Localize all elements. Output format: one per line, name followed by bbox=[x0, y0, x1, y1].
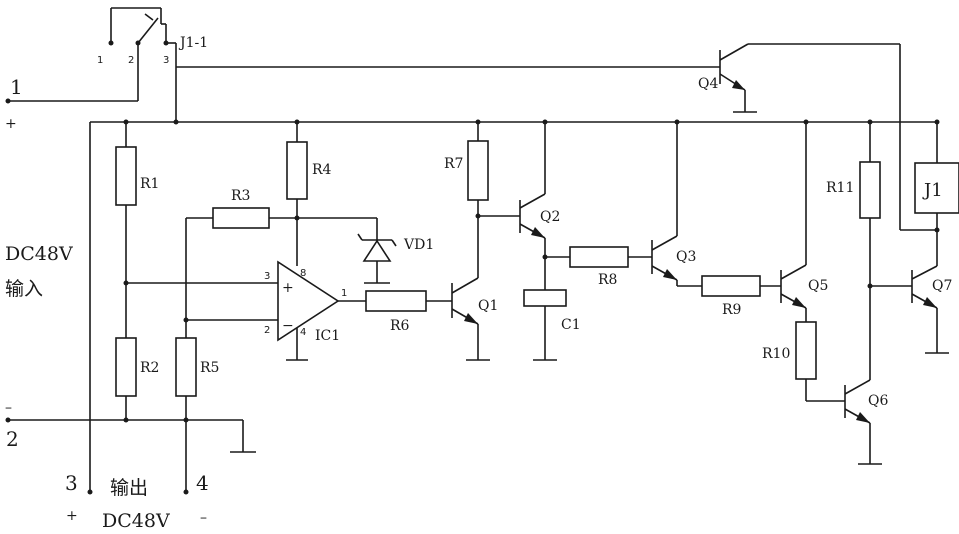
resistor-r6 bbox=[366, 291, 426, 311]
q2-label: Q2 bbox=[540, 209, 560, 225]
r1-label: R1 bbox=[140, 176, 159, 192]
transistor-q2: Q2 bbox=[520, 122, 560, 290]
relay-contact-label: J1-1 bbox=[178, 35, 208, 51]
opamp-pin3: 3 bbox=[264, 271, 270, 282]
vd1-label: VD1 bbox=[403, 237, 434, 253]
resistor-r3 bbox=[213, 208, 269, 228]
resistor-r9 bbox=[702, 276, 760, 296]
j1-label: J1 bbox=[922, 180, 943, 201]
contact-pin-1: 1 bbox=[97, 55, 103, 66]
opamp-minus: − bbox=[282, 318, 294, 334]
opamp-pin1: 1 bbox=[341, 288, 347, 299]
r11-label: R11 bbox=[826, 180, 854, 196]
r9-label: R9 bbox=[722, 302, 741, 318]
contact-pin-2: 2 bbox=[128, 55, 134, 66]
transistor-q3: Q3 bbox=[652, 122, 702, 286]
resistor-r2 bbox=[116, 338, 136, 396]
opamp-pin8: 8 bbox=[300, 268, 306, 279]
input-voltage: DC48V bbox=[5, 243, 73, 265]
q3-label: Q3 bbox=[676, 249, 696, 265]
r3-label: R3 bbox=[231, 188, 250, 204]
q7-label: Q7 bbox=[932, 278, 952, 294]
output-terminal-4: 4 bbox=[196, 471, 209, 495]
output-label: 输出 bbox=[110, 477, 148, 499]
resistor-r10 bbox=[796, 322, 816, 379]
capacitor-c1: C1 bbox=[524, 290, 581, 360]
resistor-r11 bbox=[860, 162, 880, 218]
transistor-q7: Q7 bbox=[912, 266, 952, 353]
resistor-r4 bbox=[287, 142, 307, 199]
input-plus-sign: + bbox=[5, 116, 17, 132]
q6-label: Q6 bbox=[868, 393, 888, 409]
input-label: 输入 bbox=[5, 278, 43, 300]
output-minus-sign: – bbox=[200, 510, 207, 526]
resistor-r5 bbox=[176, 338, 196, 396]
zener-vd1: VD1 bbox=[358, 218, 434, 283]
output-plus-sign: + bbox=[66, 508, 78, 524]
r6-label: R6 bbox=[390, 318, 410, 334]
opamp-plus: + bbox=[282, 280, 294, 296]
resistor-r1 bbox=[116, 147, 136, 205]
output-voltage: DC48V bbox=[102, 510, 170, 532]
transistor-q1: Q1 bbox=[452, 200, 498, 360]
opamp-ic1: + − 3 2 8 4 1 IC1 bbox=[264, 262, 347, 360]
transistor-q4: Q4 bbox=[698, 44, 900, 112]
transistor-q6: Q6 bbox=[845, 218, 888, 464]
output-terminal-3: 3 bbox=[65, 471, 78, 495]
r5-label: R5 bbox=[200, 360, 219, 376]
input-terminal-2: 2 bbox=[6, 427, 19, 451]
relay-contact-j1-1: 1 2 3 J1-1 bbox=[97, 8, 208, 66]
input-minus-sign: – bbox=[5, 400, 12, 416]
r8-label: R8 bbox=[598, 272, 617, 288]
c1-label: C1 bbox=[561, 317, 581, 333]
r10-label: R10 bbox=[762, 346, 790, 362]
q4-label: Q4 bbox=[698, 76, 718, 92]
resistor-r8 bbox=[570, 247, 628, 267]
transistor-q5: Q5 bbox=[781, 122, 828, 322]
ic1-label: IC1 bbox=[315, 328, 340, 344]
r2-label: R2 bbox=[140, 360, 159, 376]
contact-pin-3: 3 bbox=[163, 55, 169, 66]
r4-label: R4 bbox=[312, 162, 332, 178]
opamp-pin4: 4 bbox=[300, 327, 306, 338]
q5-label: Q5 bbox=[808, 278, 828, 294]
opamp-pin2: 2 bbox=[264, 325, 270, 336]
resistor-r7 bbox=[468, 141, 488, 200]
q1-label: Q1 bbox=[478, 298, 498, 314]
input-terminal-1: 1 bbox=[10, 75, 23, 99]
r7-label: R7 bbox=[444, 156, 463, 172]
